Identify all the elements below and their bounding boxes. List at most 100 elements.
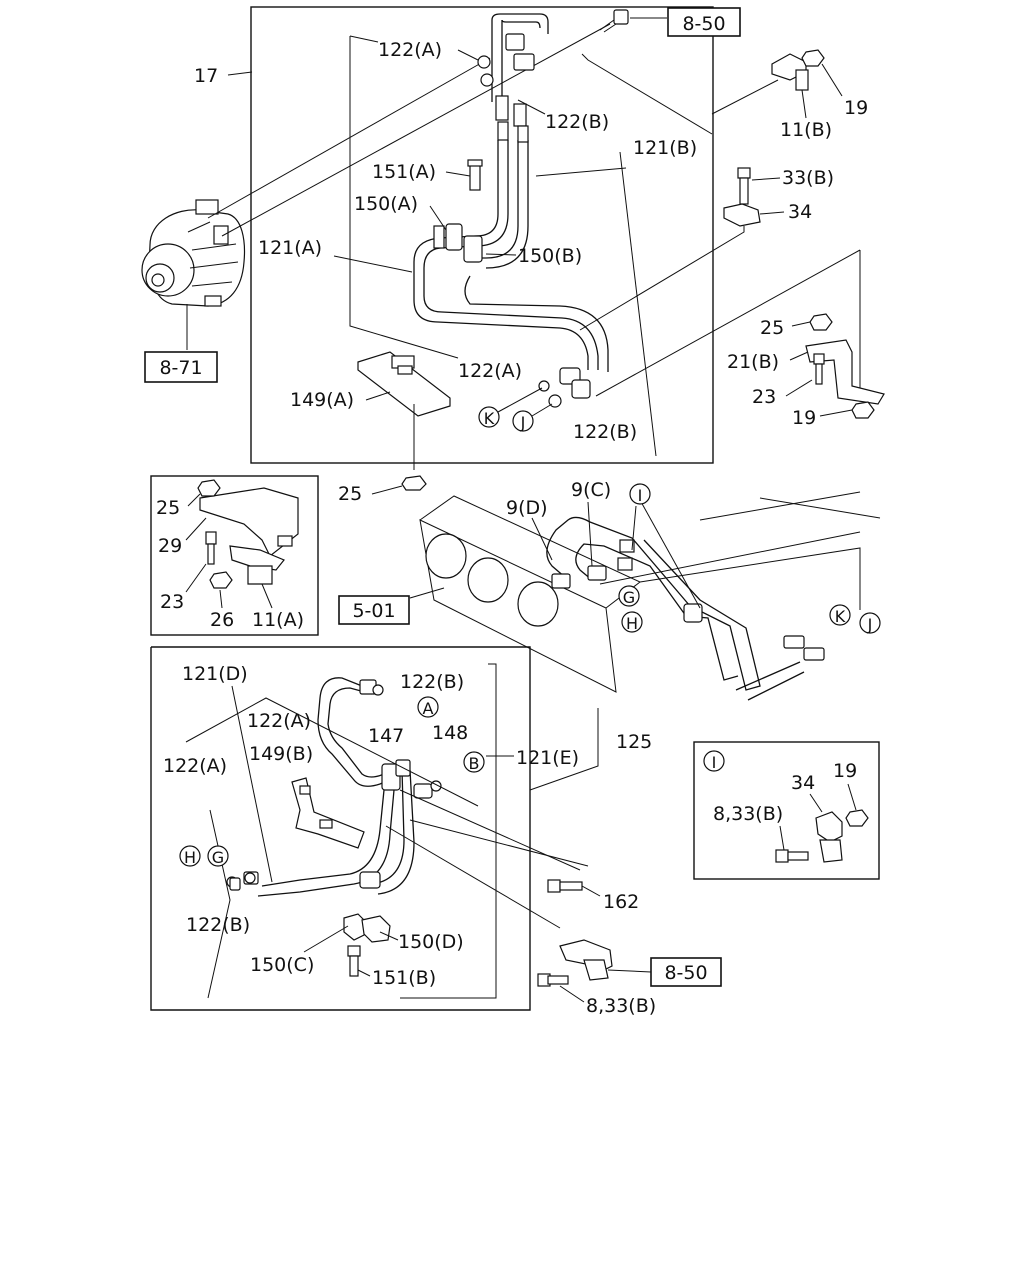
svg-text:J: J (867, 615, 873, 634)
label-leader (185, 517, 207, 541)
125-guide (529, 708, 599, 791)
frame-diagonal (581, 53, 713, 135)
121d-guide (185, 697, 479, 807)
part-label: 19 (792, 407, 816, 429)
pipe-121b-mid-b (480, 140, 529, 269)
part-label: 9(D) (506, 497, 548, 519)
part-label: 122(A) (378, 39, 442, 61)
ref-871-box[interactable] (144, 351, 218, 383)
label-leader (581, 885, 601, 897)
marker-b: B (463, 751, 485, 773)
svg-text:A: A (423, 699, 434, 718)
label-leader (531, 517, 553, 561)
label-leader (587, 501, 593, 567)
marker-h1: H (621, 611, 643, 633)
part-label: 121(A) (258, 237, 322, 259)
ref-850-top[interactable]: 8-50 (682, 13, 725, 35)
pipe-121a-second (464, 275, 609, 372)
label-leader (429, 205, 447, 231)
part-label: 122(B) (400, 671, 464, 693)
part-label: 121(E) (516, 747, 579, 769)
part-label: 34 (791, 772, 815, 794)
part-label: 122(B) (573, 421, 637, 443)
label-leader (801, 89, 807, 119)
part-label: 150(B) (518, 245, 582, 267)
part-label: 147 (368, 725, 404, 747)
ref-871[interactable]: 8-71 (159, 357, 202, 379)
part-label: 121(D) (182, 663, 248, 685)
part-label: 25 (760, 317, 784, 339)
part-label: 148 (432, 722, 468, 744)
label-leader (791, 321, 811, 327)
label-leader (517, 99, 546, 115)
part-label: 19 (844, 97, 868, 119)
part-label: 125 (616, 731, 652, 753)
ref-501-leader (409, 587, 445, 599)
bracket-detail-icon (197, 479, 299, 589)
label-leader (535, 167, 627, 177)
part-label: 122(A) (247, 710, 311, 732)
nut-icon (801, 49, 825, 67)
o-ring-icon (477, 55, 491, 69)
label-leader (809, 793, 823, 813)
clip-11b-icon (771, 53, 809, 91)
label-leader (227, 71, 253, 76)
marker-g2: G (207, 845, 229, 867)
discharge-leader (221, 23, 611, 237)
bracket-21b-leader (595, 249, 861, 397)
lower-piping-frame (150, 646, 531, 1011)
label-leader (261, 583, 273, 609)
clip-detail-frame (693, 741, 880, 880)
pipe-121b-top-bend (491, 13, 549, 34)
o-ring-icon (538, 380, 550, 392)
part-label: 29 (158, 535, 182, 557)
nut-icon (401, 475, 427, 491)
label-leader (333, 255, 413, 273)
part-label: 151(A) (372, 161, 436, 183)
lower-fittings (226, 679, 442, 891)
part-label: 33(B) (782, 167, 834, 189)
ref-850-top-box[interactable] (667, 7, 741, 37)
ref-850-bottom[interactable]: 8-50 (664, 962, 707, 984)
marker-a: A (417, 696, 439, 718)
suction-leader (207, 57, 491, 219)
marker-g1: G (618, 585, 640, 607)
ref-501-box[interactable] (338, 595, 410, 625)
part-label: 150(C) (250, 954, 314, 976)
label-leader (231, 685, 273, 883)
pipe-121a (413, 237, 599, 370)
bracket-21b-icon (805, 313, 885, 419)
part-label: 122(A) (163, 755, 227, 777)
162-guide-2 (409, 819, 589, 867)
part-label: 23 (752, 386, 776, 408)
part-label: 9(C) (571, 479, 611, 501)
clip-i-leader (639, 499, 701, 609)
122a-122b-guide (207, 809, 231, 999)
marker-k1-leader (497, 387, 543, 413)
label-leader (365, 391, 391, 401)
lower-inner-frame (400, 663, 497, 999)
label-leader (785, 379, 813, 397)
marker-i2: I (703, 750, 725, 772)
part-label: 8,33(B) (586, 995, 656, 1017)
part-label: 23 (160, 591, 184, 613)
svg-text:G: G (623, 588, 635, 607)
ref-501[interactable]: 5-01 (352, 600, 395, 622)
compressor-icon (141, 199, 246, 307)
part-label: 17 (194, 65, 218, 87)
clamp-150-icon (343, 913, 391, 977)
clip-34-icon (723, 203, 761, 227)
part-label: 21(B) (727, 351, 779, 373)
part-label: 150(D) (398, 931, 464, 953)
ref-850-bottom-box[interactable] (650, 957, 722, 987)
part-label: 25 (338, 483, 362, 505)
label-leader (349, 35, 379, 43)
svg-text:G: G (212, 848, 224, 867)
label-leader (759, 211, 785, 215)
upper-piping-frame (250, 6, 714, 464)
upper-fitting-cluster (433, 33, 591, 399)
part-label: 26 (210, 609, 234, 631)
bracket-detail-frame (150, 475, 319, 636)
